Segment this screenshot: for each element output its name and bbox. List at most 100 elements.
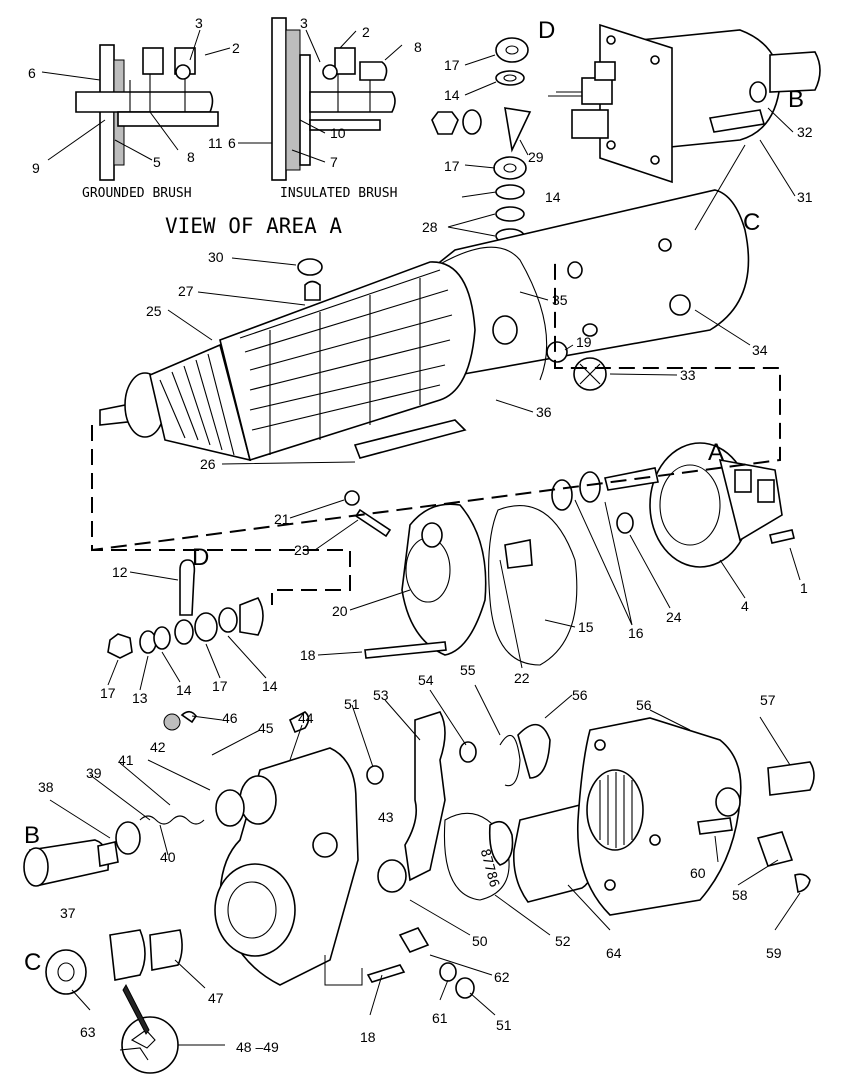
callout-label: 52 xyxy=(555,933,571,949)
callout-label: 56 xyxy=(572,687,588,703)
view-letter: A xyxy=(708,439,724,466)
callout-label: 42 xyxy=(150,739,166,755)
callout-label: 51 xyxy=(496,1017,512,1033)
callout-label: 64 xyxy=(606,945,622,961)
callout-label: 12 xyxy=(112,564,128,580)
callout-label: 25 xyxy=(146,303,162,319)
callout-label: 22 xyxy=(514,670,530,686)
view-letter: C xyxy=(24,949,41,976)
callout-label: 26 xyxy=(200,456,216,472)
drive-housing xyxy=(23,710,475,1074)
callout-label: 2 xyxy=(232,40,240,56)
callout-label: 2 xyxy=(362,24,370,40)
callout-label: 14 xyxy=(444,87,460,103)
callout-label: 4 xyxy=(741,598,749,614)
callout-label: 59 xyxy=(766,945,782,961)
view-letter: D xyxy=(192,544,209,571)
callout-label: 60 xyxy=(690,865,706,881)
callout-label: 51 xyxy=(344,696,360,712)
callout-label: 39 xyxy=(86,765,102,781)
connection-paths xyxy=(91,144,781,986)
callout-label: 43 xyxy=(378,809,394,825)
callout-label: 10 xyxy=(330,125,346,141)
callout-label: 47 xyxy=(208,990,224,1006)
brush-plate-assembly xyxy=(551,442,795,568)
callout-label: 3 xyxy=(195,15,203,31)
grounded-brush-detail xyxy=(75,44,219,181)
nose-housing xyxy=(576,717,815,916)
callout-label: 33 xyxy=(680,367,696,383)
callout-label: 31 xyxy=(797,189,813,205)
callout-label: 21 xyxy=(274,511,290,527)
callout-label: 50 xyxy=(472,933,488,949)
callout-label: 19 xyxy=(576,334,592,350)
armature xyxy=(99,258,476,462)
callout-numbers: 6 3 2 9 5 8 3 2 8 11 6 10 7 17 14 17 14 … xyxy=(28,15,813,1055)
callout-label: 56 xyxy=(636,697,652,713)
callout-label: 63 xyxy=(80,1024,96,1040)
callout-label: 53 xyxy=(373,687,389,703)
callout-label: 16 xyxy=(628,625,644,641)
callout-label: 23 xyxy=(294,542,310,558)
callout-label: 32 xyxy=(797,124,813,140)
callout-label: 41 xyxy=(118,752,134,768)
end-cover-group xyxy=(107,490,578,666)
callout-label: 34 xyxy=(752,342,768,358)
callout-label: 62 xyxy=(494,969,510,985)
callout-label: 13 xyxy=(132,690,148,706)
callout-label: 61 xyxy=(432,1010,448,1026)
callout-label: 14 xyxy=(262,678,278,694)
grounded-brush-caption: GROUNDED BRUSH xyxy=(82,186,192,201)
callout-label: 45 xyxy=(258,720,274,736)
callout-label: 17 xyxy=(212,678,228,694)
callout-label: 9 xyxy=(32,160,40,176)
callout-label: 18 xyxy=(300,647,316,663)
callout-label: 36 xyxy=(536,404,552,420)
pinion-lever-group xyxy=(366,711,597,903)
callout-label: 29 xyxy=(528,149,544,165)
callout-label: 3 xyxy=(300,15,308,31)
callout-label: 6 xyxy=(28,65,36,81)
callout-label: 57 xyxy=(760,692,776,708)
callout-label: 35 xyxy=(552,292,568,308)
callout-label: 8 xyxy=(187,149,195,165)
callout-label: 11 xyxy=(208,135,223,151)
callout-label: 24 xyxy=(666,609,682,625)
callout-label: 14 xyxy=(545,189,561,205)
insulated-brush-caption: INSULATED BRUSH xyxy=(280,186,397,201)
callout-label: 44 xyxy=(298,710,314,726)
solenoid-assembly xyxy=(548,23,821,184)
callout-label: 6 xyxy=(228,135,236,151)
callout-label: 48 –49 xyxy=(236,1039,279,1055)
callout-label: 38 xyxy=(38,779,54,795)
callout-label: 20 xyxy=(332,603,348,619)
callout-label: 37 xyxy=(60,905,76,921)
callout-label: 5 xyxy=(153,154,161,170)
callout-label: 40 xyxy=(160,849,176,865)
field-frame-housing xyxy=(424,189,750,391)
callout-label: 18 xyxy=(360,1029,376,1045)
callout-label: 14 xyxy=(176,682,192,698)
callout-label: 15 xyxy=(578,619,594,635)
callout-label: 8 xyxy=(414,39,422,55)
callout-label: 58 xyxy=(732,887,748,903)
view-letter: B xyxy=(788,86,804,113)
callout-label: 55 xyxy=(460,662,476,678)
callout-label: 30 xyxy=(208,249,224,265)
view-letter: B xyxy=(24,822,40,849)
callout-label: 17 xyxy=(100,685,116,701)
callout-label: 17 xyxy=(444,57,460,73)
callout-label: 27 xyxy=(178,283,194,299)
callout-label: 54 xyxy=(418,672,434,688)
callout-label: 1 xyxy=(800,580,808,596)
callout-label: 7 xyxy=(330,154,338,170)
insulated-brush-detail xyxy=(271,17,396,181)
view-of-area-title: VIEW OF AREA A xyxy=(165,214,342,238)
callout-label: 46 xyxy=(222,710,238,726)
callout-label: 28 xyxy=(422,219,438,235)
callout-label: 17 xyxy=(444,158,460,174)
leader-lines xyxy=(41,29,801,1046)
view-letter: D xyxy=(538,17,555,44)
view-letter: C xyxy=(743,209,760,236)
